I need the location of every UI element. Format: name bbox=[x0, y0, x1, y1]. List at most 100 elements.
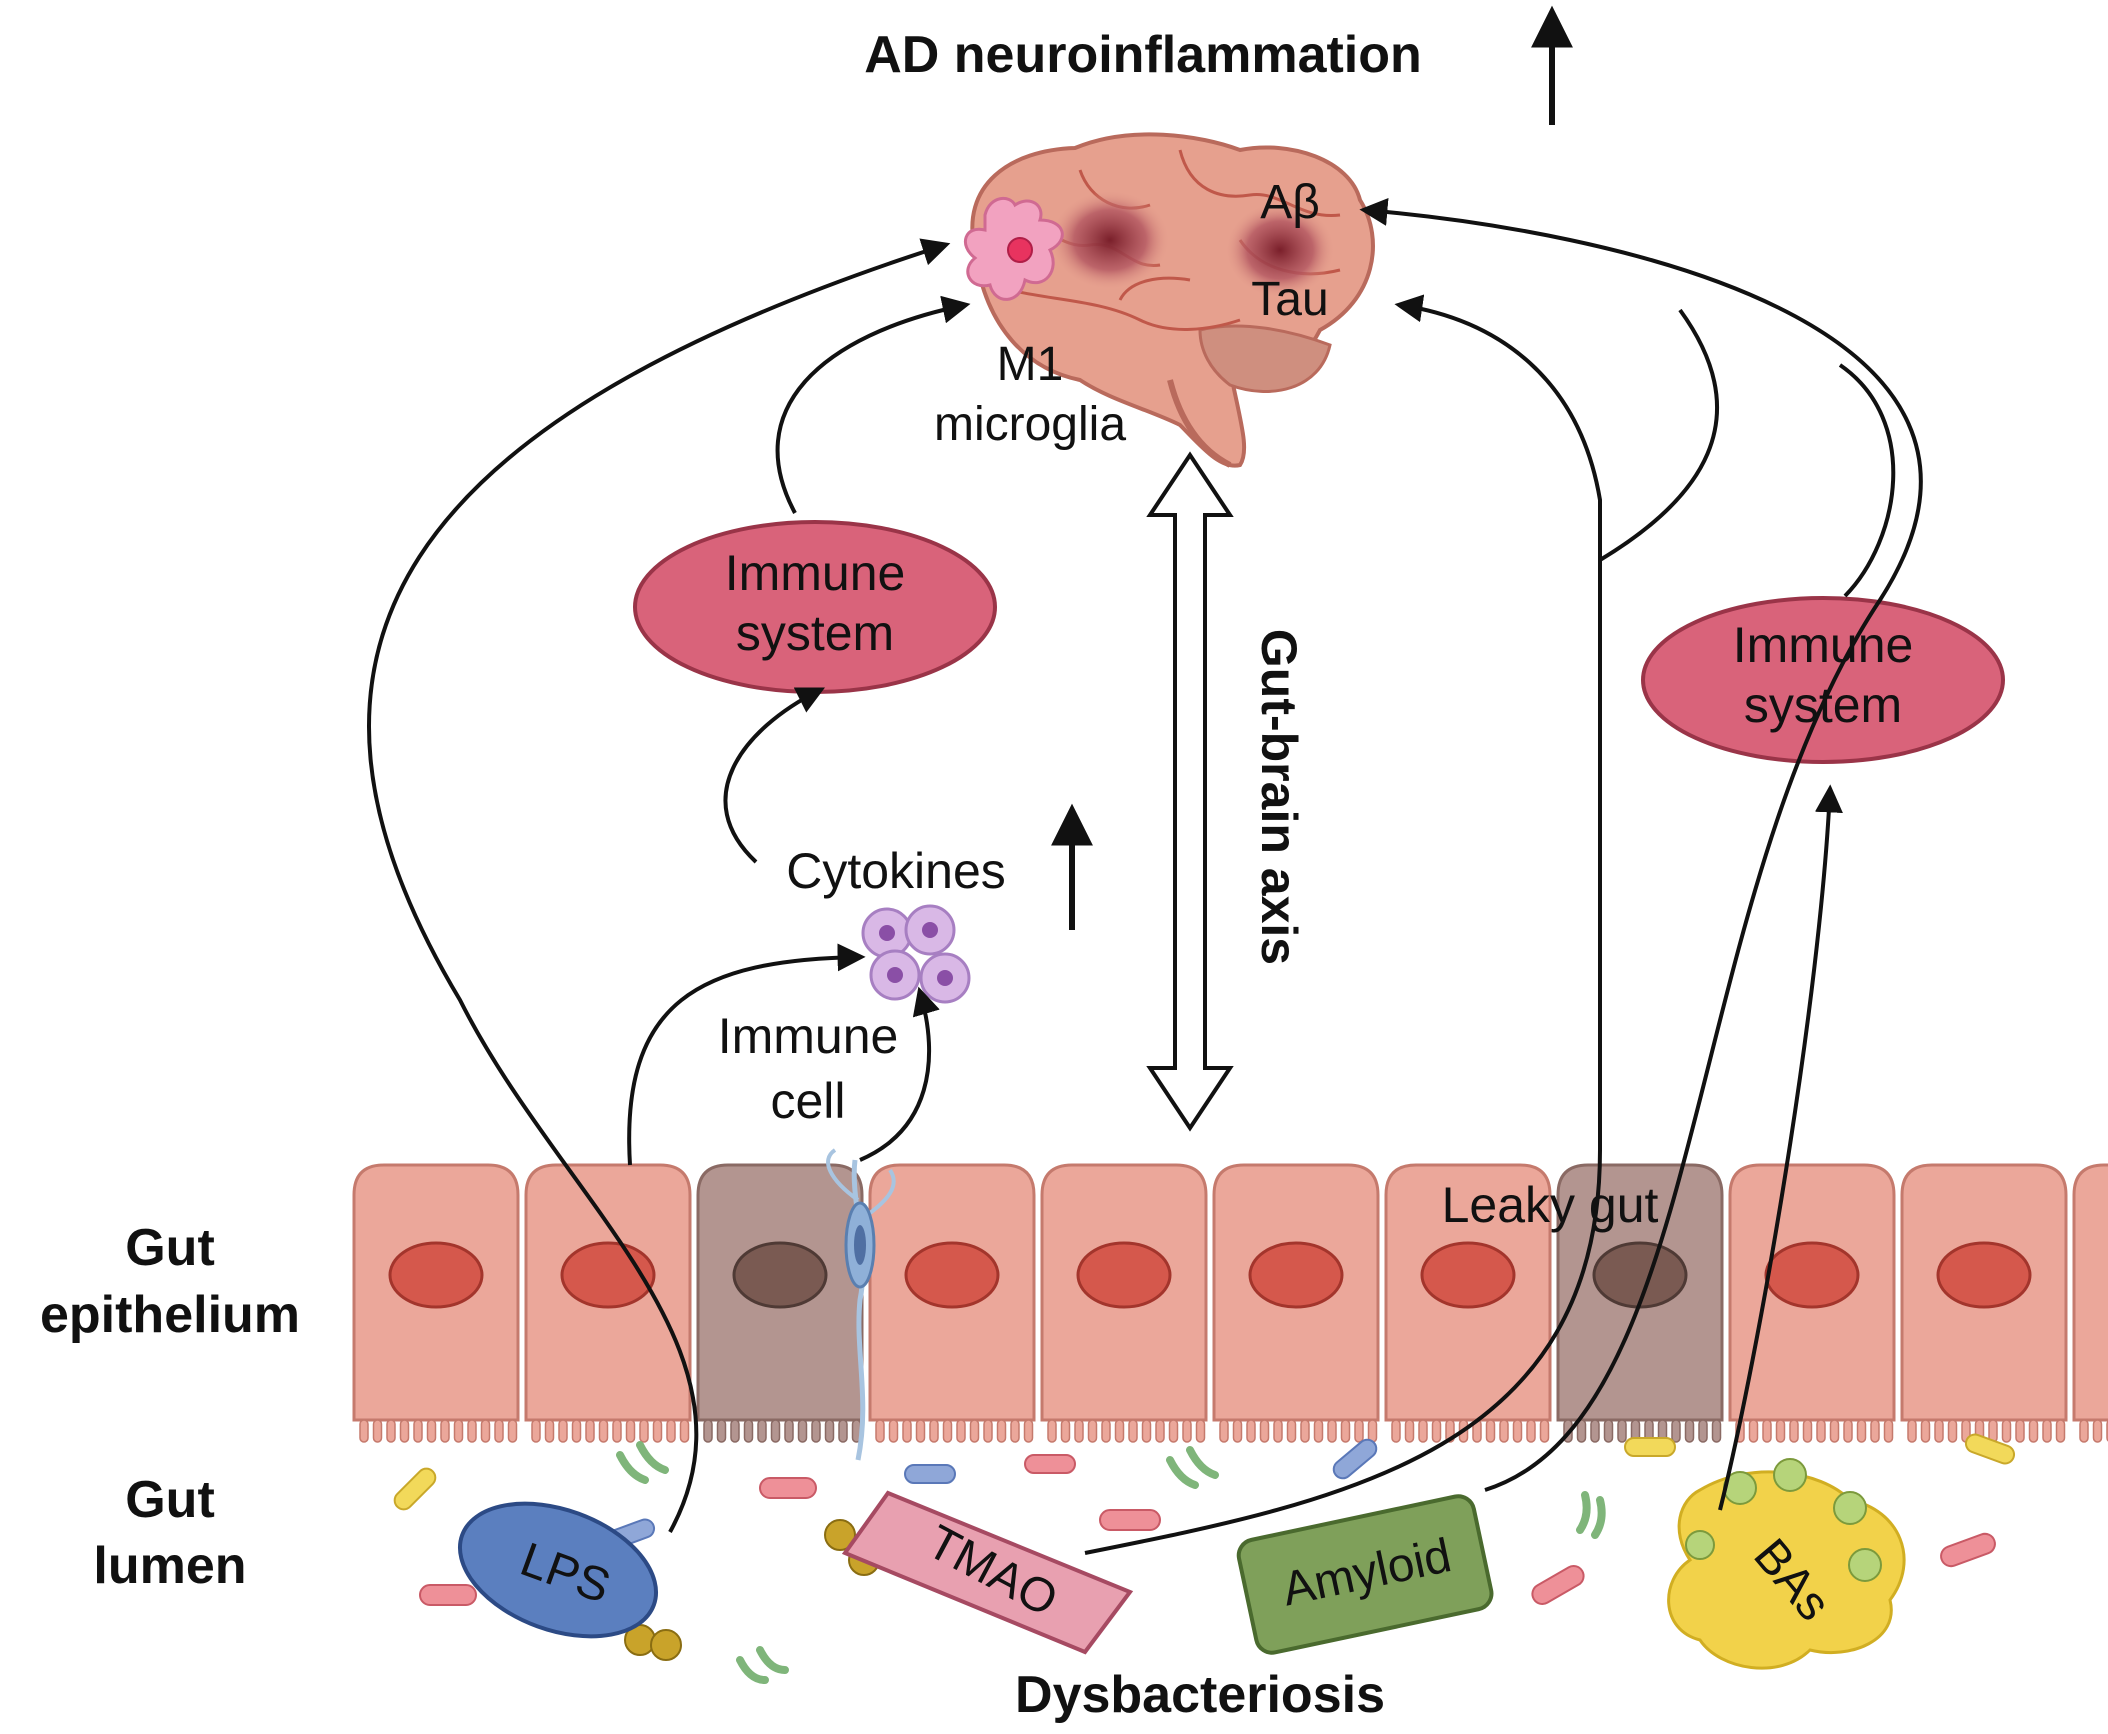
cytokines-label: Cytokines bbox=[786, 843, 1006, 899]
tmao-shape bbox=[841, 1490, 1134, 1655]
microvillus bbox=[996, 1419, 1007, 1443]
arrow-dendritic-to-immune-cells bbox=[859, 986, 940, 1162]
microvillus bbox=[1010, 1419, 1020, 1443]
microvillus bbox=[679, 1419, 690, 1443]
lps-shape bbox=[457, 1501, 659, 1639]
microvillus bbox=[1671, 1419, 1681, 1443]
microvillus bbox=[531, 1419, 541, 1443]
microvillus bbox=[1789, 1419, 1799, 1443]
microvillus bbox=[1526, 1419, 1536, 1443]
microvillus bbox=[2079, 1419, 2089, 1443]
microglia-label-line2: microglia bbox=[934, 398, 1126, 451]
flow-arrows bbox=[367, 197, 1923, 1555]
tau-label: Tau bbox=[1251, 273, 1328, 326]
microvillus bbox=[1431, 1419, 1442, 1443]
microvillus bbox=[1128, 1419, 1138, 1443]
microvillus bbox=[1539, 1419, 1550, 1443]
microvillus bbox=[1920, 1419, 1931, 1443]
cell-nucleus-icon bbox=[1936, 1241, 2032, 1309]
bile-acid-droplets-icon bbox=[1685, 1458, 1882, 1582]
microvillus bbox=[929, 1419, 939, 1443]
lesion-icon bbox=[1225, 202, 1335, 298]
microvillus bbox=[1327, 1419, 1337, 1443]
microvillus bbox=[2028, 1419, 2039, 1443]
microvillus bbox=[743, 1419, 754, 1443]
microvillus bbox=[1485, 1419, 1496, 1443]
immune-cells-icon bbox=[861, 904, 971, 1004]
microvillus bbox=[1499, 1419, 1509, 1443]
arrow-immune-system-to-brain bbox=[775, 295, 971, 514]
microvillus bbox=[1367, 1419, 1378, 1443]
microvillus bbox=[1232, 1419, 1243, 1443]
microvillus bbox=[1934, 1419, 1944, 1443]
cell-nucleus-icon bbox=[732, 1241, 828, 1309]
microvillus bbox=[1101, 1419, 1111, 1443]
gut-epithelium bbox=[352, 1163, 2108, 1443]
microvillus bbox=[494, 1419, 504, 1443]
cell-nucleus-icon bbox=[388, 1241, 484, 1309]
microvillus bbox=[413, 1419, 423, 1443]
microvillus bbox=[1404, 1419, 1415, 1443]
epithelial-cell bbox=[2072, 1163, 2108, 1422]
arrow-cytokines-to-immune-system bbox=[723, 687, 826, 864]
lumen-label-line2: lumen bbox=[93, 1537, 246, 1595]
microvillus bbox=[1684, 1419, 1695, 1443]
gut-brain-axis-double-arrow-icon bbox=[1146, 451, 1234, 1132]
cell-nucleus-icon bbox=[904, 1241, 1000, 1309]
dysbacteriosis-label: Dysbacteriosis bbox=[1015, 1666, 1385, 1724]
microvillus bbox=[372, 1419, 383, 1443]
microvillus bbox=[1907, 1419, 1917, 1443]
microvillus bbox=[1060, 1419, 1071, 1443]
microvillus bbox=[1617, 1419, 1627, 1443]
abeta-label: Aβ bbox=[1260, 176, 1320, 229]
microvillus bbox=[730, 1419, 740, 1443]
gut-microbiota-icon bbox=[393, 1433, 2016, 1684]
brain-illustration bbox=[963, 132, 1375, 468]
amyloid-shape bbox=[1236, 1494, 1494, 1655]
microvillus bbox=[956, 1419, 966, 1443]
microvillus bbox=[875, 1419, 885, 1443]
microvillus bbox=[1023, 1419, 1034, 1443]
microvillus bbox=[915, 1419, 926, 1443]
immune-cell-label-line1: Immune bbox=[718, 1008, 899, 1064]
immune-cell-label-line2: cell bbox=[770, 1073, 845, 1129]
arrow-tmao-branch bbox=[1598, 308, 1720, 562]
microvillus bbox=[386, 1419, 396, 1443]
arrow-lps-to-immune-cells bbox=[627, 943, 866, 1166]
microvillus bbox=[811, 1419, 821, 1443]
microvillus bbox=[453, 1419, 464, 1443]
microvillus bbox=[359, 1419, 369, 1443]
microglia-label-line1: M1 bbox=[997, 338, 1064, 391]
microvillus bbox=[770, 1419, 781, 1443]
microvillus bbox=[467, 1419, 477, 1443]
dendritic-cell-icon bbox=[826, 1148, 896, 1461]
microvillus bbox=[2055, 1419, 2066, 1443]
microvillus bbox=[1300, 1419, 1310, 1443]
microvillus bbox=[2015, 1419, 2025, 1443]
microvillus bbox=[1512, 1419, 1523, 1443]
microvillus bbox=[1047, 1419, 1057, 1443]
leaky-gut-label: Leaky gut bbox=[1442, 1177, 1659, 1233]
immune-system-left-line2: system bbox=[736, 605, 894, 661]
microvillus bbox=[1313, 1419, 1324, 1443]
microvillus bbox=[2092, 1419, 2103, 1443]
microvillus bbox=[902, 1419, 912, 1443]
microvillus bbox=[1141, 1419, 1152, 1443]
microvillus bbox=[1802, 1419, 1813, 1443]
microvillus bbox=[558, 1419, 568, 1443]
microvillus bbox=[666, 1419, 676, 1443]
microvillus bbox=[1843, 1419, 1853, 1443]
microvillus bbox=[1219, 1419, 1229, 1443]
microvillus bbox=[1856, 1419, 1867, 1443]
microvillus bbox=[824, 1419, 835, 1443]
microvillus bbox=[1603, 1419, 1614, 1443]
microvillus bbox=[797, 1419, 808, 1443]
microvillus bbox=[983, 1419, 993, 1443]
cell-nucleus-icon bbox=[1248, 1241, 1344, 1309]
microvillus bbox=[784, 1419, 794, 1443]
microvillus bbox=[1087, 1419, 1098, 1443]
microvillus bbox=[942, 1419, 953, 1443]
microvillus bbox=[838, 1419, 848, 1443]
microvillus bbox=[507, 1419, 518, 1443]
microvillus bbox=[1340, 1419, 1351, 1443]
